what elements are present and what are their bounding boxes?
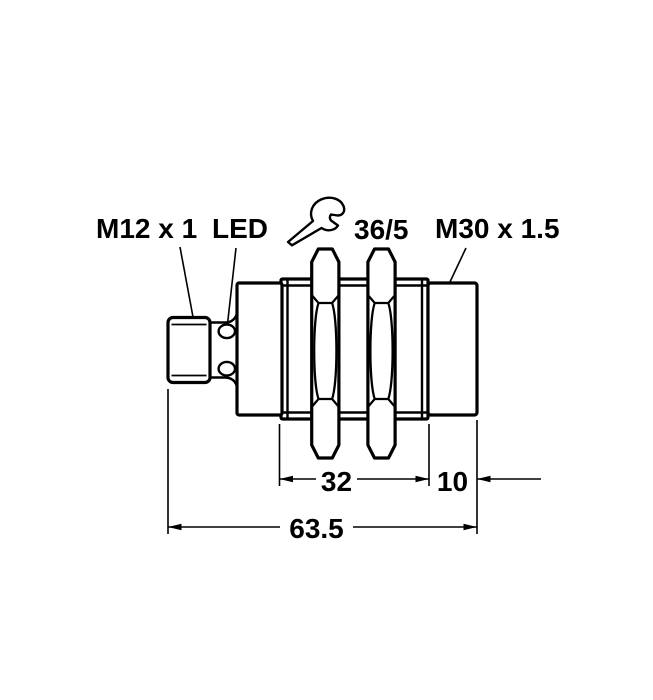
sensor-thread-section-m30 [426, 281, 479, 417]
leader-m12 [179, 246, 194, 318]
led-window-bottom [217, 360, 237, 377]
dim-value-32: 32 [321, 466, 352, 497]
dim-value-10: 10 [437, 466, 468, 497]
led-window-top [217, 323, 237, 340]
wrench-size-label: 36/5 [354, 214, 409, 245]
hex-nut-1 [310, 247, 341, 460]
arrowhead-635-right [463, 523, 477, 531]
connector-m12 [166, 315, 212, 385]
hex-nut-2 [366, 247, 397, 460]
dim-value-63-5: 63.5 [289, 513, 344, 544]
leader-m30 [448, 247, 467, 285]
arrowhead-635-left [168, 523, 182, 531]
leader-led [226, 247, 237, 325]
wrench-icon [286, 196, 346, 247]
connector-neck [209, 310, 239, 390]
dimension-lines [167, 389, 541, 534]
led-label: LED [212, 213, 268, 244]
arrowhead-10 [477, 475, 491, 483]
arrowhead-32-left [279, 475, 293, 483]
m30-thread-label: M30 x 1.5 [435, 213, 560, 244]
sensor-barrel [279, 277, 430, 421]
arrowhead-32-right [415, 475, 429, 483]
m12-thread-label: M12 x 1 [96, 213, 197, 244]
sensor-rear-housing [235, 281, 284, 417]
